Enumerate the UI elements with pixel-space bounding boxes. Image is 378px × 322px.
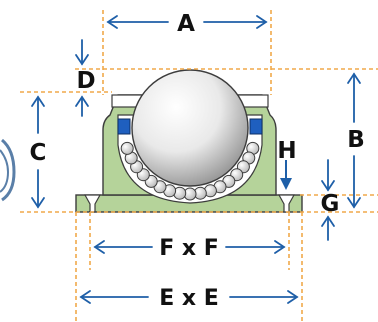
main-ball bbox=[131, 69, 249, 187]
guide-lines bbox=[20, 10, 378, 322]
dimension-arrows bbox=[31, 15, 361, 304]
label-c: C bbox=[30, 140, 47, 166]
label-f-x-f: F x F bbox=[159, 236, 219, 261]
label-e-x-e: E x E bbox=[159, 286, 219, 311]
support-balls bbox=[120, 141, 260, 201]
left-seal bbox=[117, 118, 131, 135]
label-h: H bbox=[277, 138, 296, 164]
right-seal bbox=[249, 118, 263, 135]
label-g: G bbox=[321, 191, 340, 217]
label-d: D bbox=[76, 68, 95, 94]
side-profile-edge bbox=[0, 138, 16, 202]
h-pointer-arrow bbox=[280, 160, 292, 190]
label-a: A bbox=[177, 11, 195, 37]
support-ball bbox=[120, 141, 134, 155]
label-b: B bbox=[347, 127, 365, 153]
